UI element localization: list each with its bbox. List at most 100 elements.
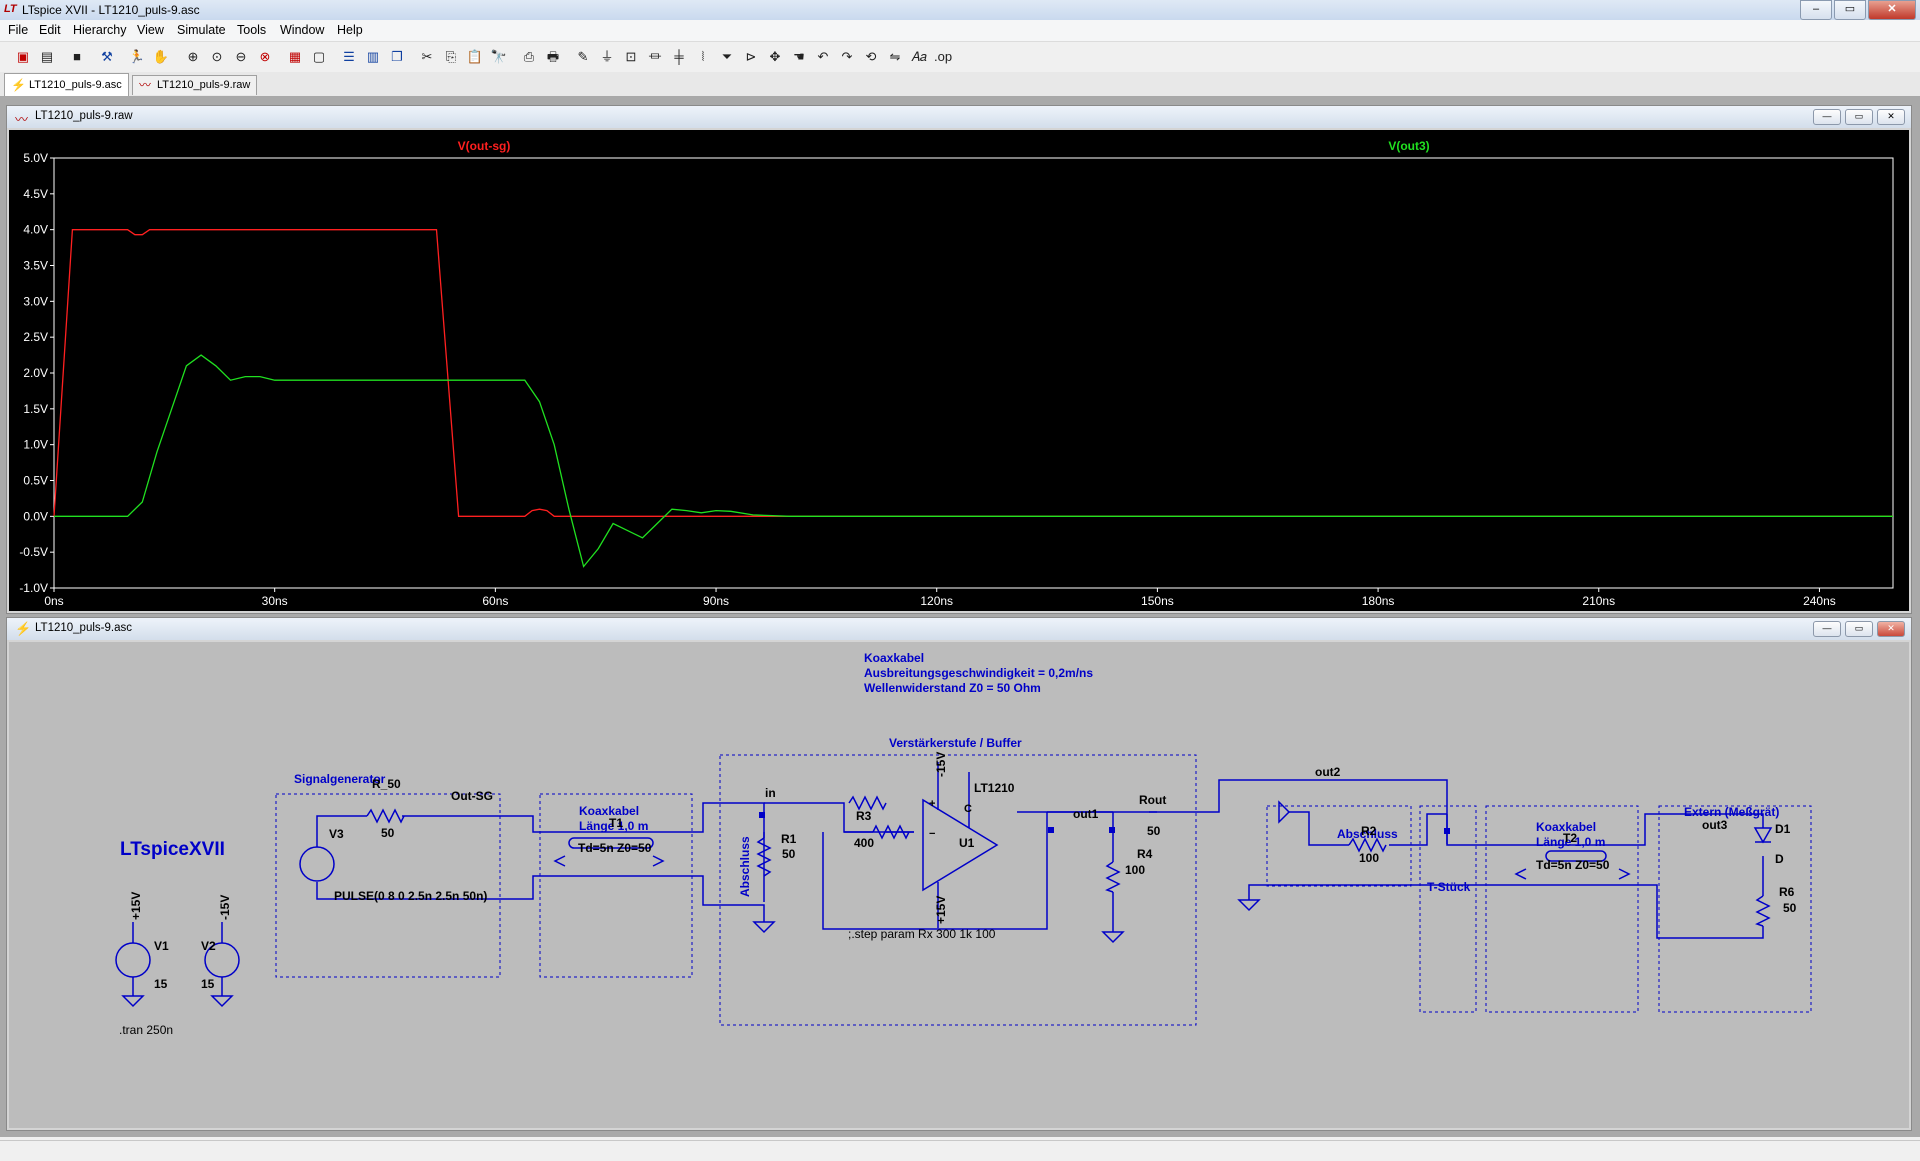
waveform-window-titlebar: 〰 LT1210_puls-9.raw — ▭ ✕ [7, 106, 1911, 128]
r50-name: R_50 [372, 777, 401, 791]
menu-file[interactable]: File [8, 23, 29, 37]
halt-icon[interactable]: ✋ [152, 49, 170, 64]
spice-directive-icon[interactable]: .op [934, 49, 953, 64]
close-icon[interactable]: ✕ [1877, 621, 1905, 637]
r6-value: 50 [1783, 901, 1797, 915]
junction-dots [759, 812, 1450, 834]
text-icon[interactable]: 𝐴𝑎 [911, 49, 927, 64]
cut-icon[interactable]: ✂ [421, 49, 433, 64]
inductor-icon[interactable]: ⦚ [701, 49, 705, 64]
extern-box [1658, 805, 1812, 1013]
menu-view[interactable]: View [137, 23, 164, 37]
zoom-out-icon[interactable]: ⊖ [235, 49, 247, 64]
control-panel-icon[interactable]: ⚒ [101, 49, 113, 64]
menu-tools[interactable]: Tools [237, 23, 267, 37]
ground-icon [1278, 800, 1291, 824]
paste-icon[interactable]: 📋 [466, 49, 484, 64]
tile-horizontal-icon[interactable]: ☰ [343, 49, 355, 64]
menu-edit[interactable]: Edit [39, 23, 61, 37]
tstueck-label: T-Stück [1427, 880, 1471, 894]
waveform-window-controls: — ▭ ✕ [1809, 109, 1905, 125]
y-tick-label: 1.0V [23, 438, 48, 452]
capacitor-icon[interactable]: ╪ [674, 49, 684, 64]
close-icon[interactable]: ✕ [1868, 0, 1916, 20]
label-net-icon[interactable]: ⊡ [625, 49, 637, 64]
pan-icon[interactable]: ⊙ [211, 49, 223, 64]
close-icon[interactable]: ✕ [1877, 109, 1905, 125]
coax2-box [1485, 805, 1639, 1013]
menu-window[interactable]: Window [280, 23, 325, 37]
x-tick-label: 210ns [1582, 594, 1615, 608]
x-tick-label: 60ns [482, 594, 508, 608]
autorange-icon[interactable]: ▦ [288, 49, 302, 64]
resistor-icon[interactable]: ⏛ [648, 49, 662, 64]
save-icon[interactable]: ■ [73, 49, 81, 64]
print-icon[interactable]: 🖶 [546, 49, 560, 64]
signalgen-box [275, 793, 501, 978]
mirror-icon[interactable]: ⇋ [889, 49, 901, 64]
resistor-r3 [848, 795, 887, 811]
toolbar: ▣ ▤ ■ ⚒ 🏃 ✋ ⊕ ⊙ ⊖ ⊗ ▦ ▢ ☰ ▥ ❐ ✂ ⎘ 📋 🔭 ⎙ … [0, 42, 1920, 72]
component-icon[interactable]: ⊳ [745, 49, 757, 64]
ground-icon [1237, 899, 1261, 912]
u1-plus-pin: + [929, 798, 935, 810]
y-tick-label: 3.5V [23, 259, 48, 273]
minimize-icon[interactable]: – [1800, 0, 1832, 20]
maximize-icon[interactable]: ▭ [1834, 0, 1866, 20]
waveform-window-title: LT1210_puls-9.raw [35, 110, 133, 122]
tile-vertical-icon[interactable]: ▥ [366, 49, 380, 64]
v3-pulse: PULSE(0 8 0 2.5n 2.5n 50n) [334, 889, 487, 903]
schematic-canvas[interactable]: Koaxkabel Ausbreitungsgeschwindigkeit = … [9, 642, 1909, 1128]
schematic-window-title: LT1210_puls-9.asc [35, 622, 132, 634]
minimize-icon[interactable]: — [1813, 109, 1841, 125]
t2-name: T2 [1563, 831, 1577, 845]
print-setup-icon[interactable]: ⎙ [523, 49, 535, 64]
open-folder-icon[interactable]: ▤ [40, 49, 54, 64]
zoom-in-icon[interactable]: ⊕ [187, 49, 199, 64]
document-tab-bar: ⚡ LT1210_puls-9.asc 〰 LT1210_puls-9.raw [0, 72, 1920, 97]
diode-icon[interactable]: ⏷ [721, 49, 733, 64]
restore-icon[interactable]: ▭ [1845, 621, 1873, 637]
restore-icon[interactable]: ▭ [1845, 109, 1873, 125]
new-schematic-icon[interactable]: ▣ [16, 49, 30, 64]
coax-impedance: Wellenwiderstand Z0 = 50 Ohm [864, 681, 1041, 695]
menu-help[interactable]: Help [337, 23, 363, 37]
find-icon[interactable]: 🔭 [490, 49, 508, 64]
rotate-icon[interactable]: ⟲ [865, 49, 877, 64]
minimize-icon[interactable]: — [1813, 621, 1841, 637]
diode-d1 [1753, 827, 1773, 844]
wire-icon[interactable]: ✎ [577, 49, 589, 64]
resistor-r1 [756, 837, 772, 877]
zoom-fit-icon[interactable]: ⊗ [259, 49, 271, 64]
ground-icon [1101, 931, 1125, 944]
step-directive: ;.step param Rx 300 1k 100 [848, 927, 996, 941]
run-icon[interactable]: 🏃 [128, 49, 146, 64]
coax-title: Koaxkabel [864, 651, 924, 665]
ground-icon[interactable]: ⏚ [600, 49, 614, 64]
drag-icon[interactable]: ☚ [793, 49, 805, 64]
undo-icon[interactable]: ↶ [817, 49, 829, 64]
coax2-length: Länge 1,0 m [1536, 835, 1605, 849]
marker-icon[interactable]: ▢ [312, 49, 326, 64]
tab-schematic[interactable]: ⚡ LT1210_puls-9.asc [4, 73, 129, 96]
tab-waveform[interactable]: 〰 LT1210_puls-9.raw [132, 75, 258, 95]
resistor-r2 [1348, 837, 1387, 853]
x-tick-label: 90ns [703, 594, 729, 608]
v2-value: 15 [201, 977, 215, 991]
cascade-icon[interactable]: ❐ [391, 49, 403, 64]
menu-simulate[interactable]: Simulate [177, 23, 226, 37]
title-bar: LT LTspice XVII - LT1210_puls-9.asc – ▭ … [0, 0, 1920, 20]
schematic-drawing[interactable]: Koaxkabel Ausbreitungsgeschwindigkeit = … [9, 642, 1907, 1126]
redo-icon[interactable]: ↷ [841, 49, 853, 64]
copy-icon[interactable]: ⎘ [445, 49, 457, 64]
y-tick-label: 4.0V [23, 223, 48, 237]
move-icon[interactable]: ✥ [769, 49, 781, 64]
menu-hierarchy[interactable]: Hierarchy [73, 23, 127, 37]
tab-waveform-label: LT1210_puls-9.raw [157, 79, 251, 91]
coax-speed: Ausbreitungsgeschwindigkeit = 0,2m/ns [864, 666, 1093, 680]
schematic-icon: ⚡ [15, 621, 32, 636]
v1-net: +15V [129, 892, 143, 920]
waveform-plot[interactable]: 5.0V4.5V4.0V3.5V3.0V2.5V2.0V1.5V1.0V0.5V… [9, 130, 1907, 609]
